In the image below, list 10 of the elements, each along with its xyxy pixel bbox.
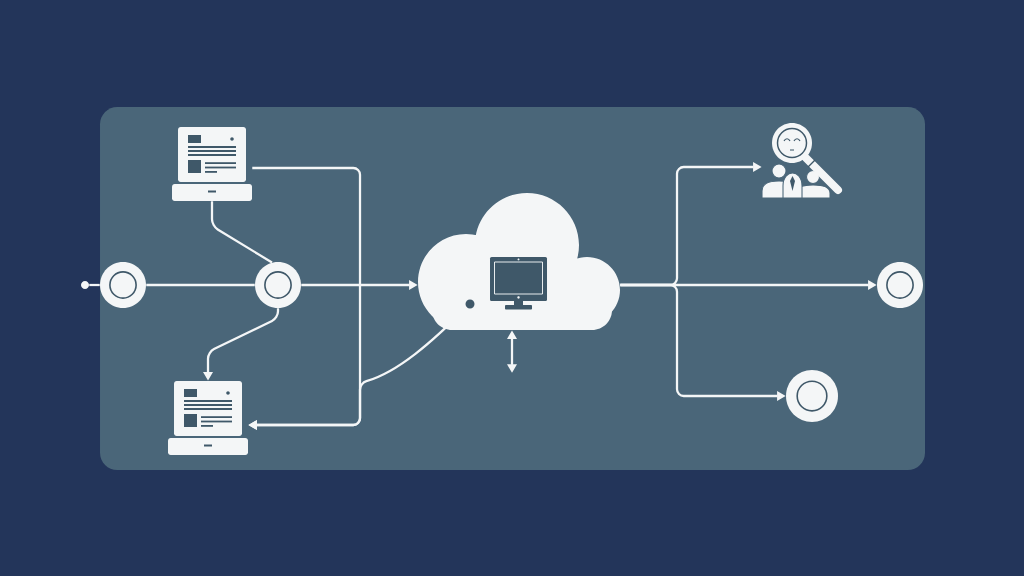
ring-node [877, 262, 923, 308]
connector-line [89, 283, 100, 287]
laptop-icon [172, 127, 252, 201]
ring-node [786, 370, 838, 422]
laptop-icon [168, 381, 248, 455]
people-magnifier-icon [761, 123, 842, 199]
connector-line [146, 283, 255, 287]
ring-node [100, 262, 146, 308]
ring-node [255, 262, 301, 308]
connector-line [210, 201, 273, 264]
